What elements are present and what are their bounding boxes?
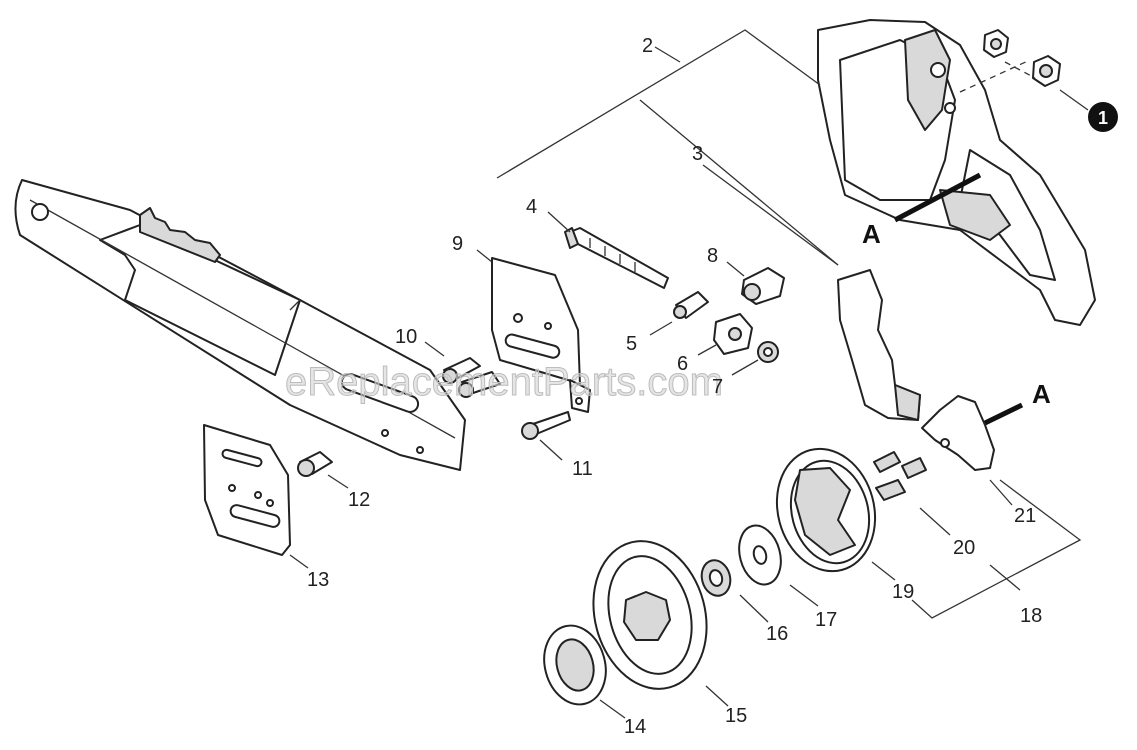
- callout-5: 5: [626, 333, 637, 355]
- section-label-a-lower: A: [1032, 379, 1051, 409]
- guide-bar: [14, 179, 466, 471]
- nut-upper: [983, 29, 1009, 58]
- chain-guide: [837, 269, 921, 421]
- tension-bolt: [564, 227, 669, 289]
- callout-8: 8: [707, 245, 718, 267]
- callout-10: 10: [395, 326, 417, 348]
- washer: [738, 524, 782, 586]
- leader-lines: [289, 29, 1089, 719]
- screw: [521, 411, 571, 440]
- callout-11: 11: [572, 458, 593, 480]
- callout-18: 18: [1020, 605, 1042, 627]
- inner-side-plate: [491, 257, 591, 413]
- callout-15: 15: [725, 705, 747, 727]
- callout-3: 3: [692, 143, 703, 165]
- needle-bearing: [700, 559, 732, 597]
- bar-stud-upper: [442, 357, 481, 384]
- bar-stud-lower: [458, 371, 501, 398]
- nut-lower: [1032, 55, 1061, 87]
- callout-17: 17: [815, 609, 837, 631]
- callout-12: 12: [348, 489, 370, 511]
- sprocket: [592, 540, 708, 690]
- callout-14: 14: [624, 716, 646, 738]
- clutch-drum: [775, 447, 877, 573]
- adjuster-block: [713, 313, 753, 355]
- bolt: [297, 451, 333, 477]
- adjuster-gear: [757, 341, 779, 363]
- note-badge: 1: [1088, 102, 1118, 132]
- callout-19: 19: [892, 581, 914, 603]
- callout-7: 7: [712, 376, 723, 398]
- adjuster-pin: [673, 291, 709, 319]
- bar-nut: [741, 267, 785, 305]
- callout-20: 20: [953, 537, 975, 559]
- outer-side-plate: [203, 424, 291, 556]
- callout-13: 13: [307, 569, 329, 591]
- callout-16: 16: [766, 623, 788, 645]
- watermark-text: eReplacementParts.com: [285, 360, 723, 404]
- callout-6: 6: [677, 353, 688, 375]
- callout-2: 2: [642, 35, 653, 57]
- clutch-springs: [873, 451, 927, 501]
- section-label-a-upper: A: [862, 219, 881, 249]
- callout-21: 21: [1014, 505, 1036, 527]
- rim-sprocket: [543, 624, 607, 706]
- sprocket-cover: [817, 19, 1096, 326]
- callout-4: 4: [526, 196, 537, 218]
- callout-9: 9: [452, 233, 463, 255]
- clutch-shoe: [921, 395, 995, 471]
- note-number: 1: [1098, 108, 1108, 128]
